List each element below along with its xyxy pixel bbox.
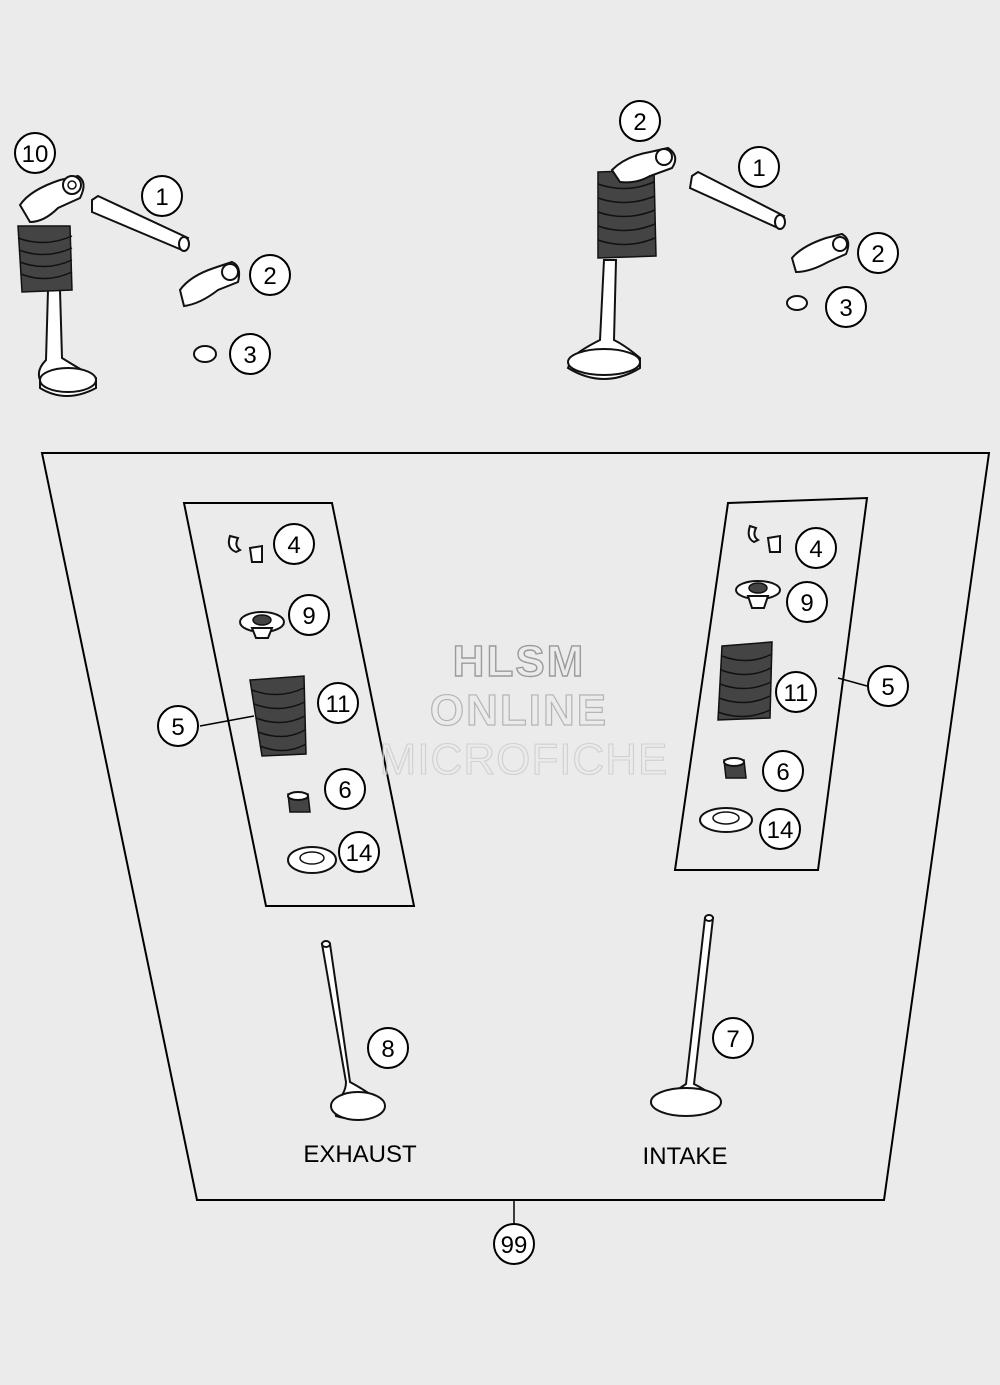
svg-text:3: 3 [243,342,256,369]
svg-text:9: 9 [302,603,315,630]
watermark-line2: ONLINE [430,686,608,735]
valve-keeper-illustration-2 [747,524,781,553]
spring-seat-illustration-2 [699,807,753,833]
watermark-line1: HLSM [453,637,586,686]
valve-shim-illustration-2 [786,295,808,311]
callout-3: 3 [825,286,867,328]
callout-2: 2 [249,254,291,296]
callout-1: 1 [738,146,780,188]
rocker-shaft-illustration-2 [688,170,786,230]
svg-text:6: 6 [776,759,789,786]
svg-text:5: 5 [881,674,894,701]
svg-text:2: 2 [263,263,276,290]
valve-kit-outline [40,452,991,1201]
svg-text:11: 11 [326,691,351,718]
rocker-shaft-illustration [91,194,190,252]
svg-text:7: 7 [726,1026,739,1053]
svg-text:4: 4 [809,536,822,563]
callout-5: 5 [867,665,909,707]
callout-99: 99 [493,1223,535,1265]
callout-8: 8 [367,1027,409,1069]
svg-text:6: 6 [338,777,351,804]
callout-11: 11 [775,671,817,713]
callout-3: 3 [229,333,271,375]
svg-text:5: 5 [171,714,184,741]
valve-keeper-illustration [227,534,263,563]
svg-text:3: 3 [839,295,852,322]
callout-4: 4 [273,523,315,565]
callout-2: 2 [857,232,899,274]
svg-text:1: 1 [752,155,765,182]
svg-text:4: 4 [287,532,300,559]
callout-2: 2 [619,100,661,142]
callout-9: 9 [786,581,828,623]
callout-10: 10 [14,132,56,174]
spring-retainer-illustration-2 [735,580,781,609]
svg-text:1: 1 [155,184,168,211]
callout-7: 7 [712,1017,754,1059]
callout-9: 9 [288,594,330,636]
exhaust-valve-illustration [320,940,386,1121]
valve-shim-illustration [193,345,217,363]
exhaust-valve-assembly-illustration [17,174,97,397]
spring-retainer-illustration [239,611,285,639]
valve-stem-seal-illustration-2 [723,757,747,779]
rocker-arm-illustration [178,260,241,308]
intake-valve-illustration [649,914,722,1117]
valve-stem-seal-illustration [287,791,311,813]
svg-text:99: 99 [501,1232,528,1259]
leader-line [199,715,255,727]
exhaust-caption: EXHAUST [303,1141,417,1168]
watermark-line3: MICROFICHE [380,735,669,784]
callout-4: 4 [795,527,837,569]
callout-11: 11 [317,682,359,724]
rocker-arm-illustration-2 [790,232,850,274]
callout-14: 14 [338,831,380,873]
svg-text:11: 11 [784,680,809,707]
valve-spring-illustration-2 [717,641,773,721]
svg-text:10: 10 [22,141,49,168]
exhaust-spring-kit-outline [182,502,416,907]
svg-text:2: 2 [633,109,646,136]
callout-6: 6 [324,768,366,810]
callout-5: 5 [157,705,199,747]
valve-spring-illustration [249,675,307,757]
callout-14: 14 [759,808,801,850]
svg-text:8: 8 [381,1036,394,1063]
callout-6: 6 [762,750,804,792]
spring-seat-illustration [287,846,337,874]
svg-text:14: 14 [346,840,373,867]
callout-1: 1 [141,175,183,217]
svg-text:2: 2 [871,241,884,268]
intake-spring-kit-outline [673,496,869,871]
svg-text:9: 9 [800,590,813,617]
svg-text:14: 14 [767,817,794,844]
intake-valve-assembly-illustration [566,146,677,380]
intake-caption: INTAKE [643,1143,728,1170]
leader-line [837,677,868,687]
